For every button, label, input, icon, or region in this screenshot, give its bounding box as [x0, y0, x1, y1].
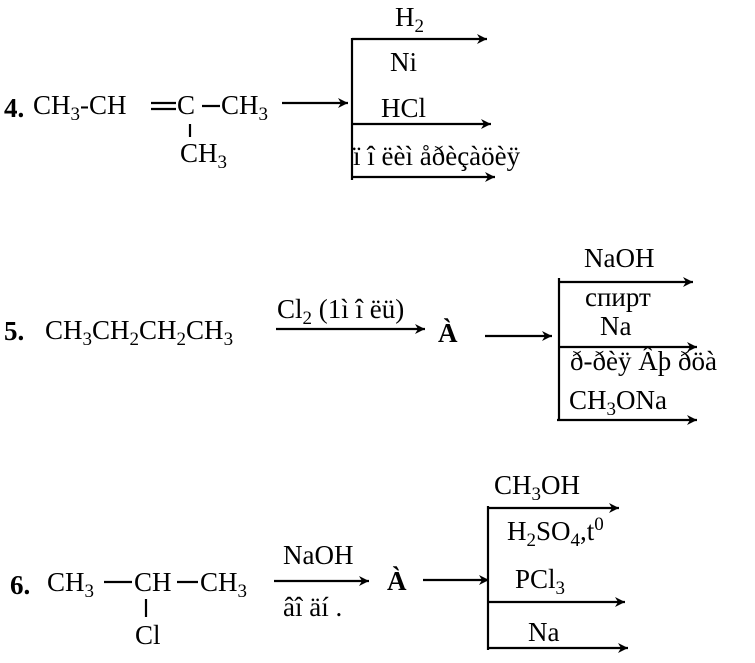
reagent-label: Cl2 (1ì î ëü) [277, 294, 405, 329]
problem-number: 5. [4, 316, 25, 346]
reagent-label: NaOH [584, 243, 655, 273]
reagent-label: HCl [381, 93, 427, 123]
condition-label: ï î ëèì åðèçàöèÿ [353, 141, 521, 171]
problem-number: 6. [10, 570, 31, 600]
reactant-carbon: CH [134, 567, 172, 597]
problem-number: 4. [4, 93, 25, 123]
reactant-formula: CH3-CH [33, 90, 127, 125]
reagent-label: CH3OH [494, 470, 581, 505]
reactant-methyl: CH3 [221, 90, 269, 125]
intermediate-label: À [387, 566, 407, 596]
reagent-label: H2 [395, 2, 424, 37]
reagent-label: PCl3 [515, 564, 566, 599]
condition-label: ð-ðèÿ Âþ ðöà [570, 346, 717, 376]
condition-label: âî äí . [283, 592, 343, 622]
reactant-branch: CH3 [180, 138, 228, 173]
reagent-label: CH3ONa [569, 385, 667, 420]
condition-label: H2SO4,t0 [507, 514, 604, 551]
intermediate-label: À [438, 318, 458, 348]
reagent-label: Na [600, 311, 632, 341]
reactant-formula: CH3CH2CH2CH3 [45, 315, 234, 350]
reagent-label: NaOH [283, 540, 354, 570]
reactant-methyl: CH3 [200, 567, 248, 602]
reactant-branch: Cl [135, 620, 161, 650]
reagent-label: Na [528, 617, 560, 647]
reactant-methyl: CH3 [47, 567, 95, 602]
catalyst-label: Ni [390, 47, 417, 77]
condition-label: спирт [585, 282, 651, 312]
reactant-carbon: C [177, 90, 196, 120]
